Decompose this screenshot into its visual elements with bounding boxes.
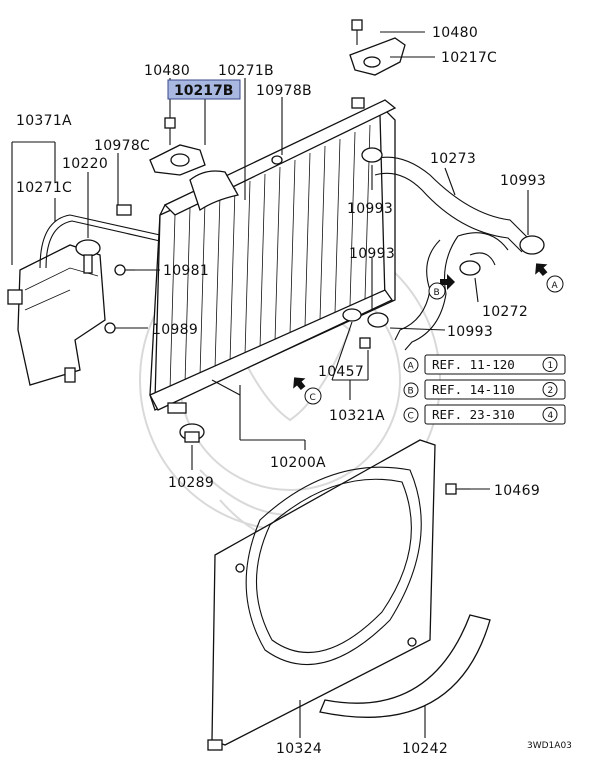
label-10993-b: 10993 bbox=[347, 201, 393, 217]
bushing-10289 bbox=[179, 423, 205, 443]
label-10200A: 10200A bbox=[270, 455, 326, 471]
svg-text:4: 4 bbox=[548, 411, 554, 421]
fan-shroud-10324 bbox=[207, 439, 436, 751]
label-10371A: 10371A bbox=[16, 113, 72, 129]
label-10480-top: 10480 bbox=[432, 25, 478, 41]
label-10993-d: 10993 bbox=[447, 324, 493, 340]
bracket-10217B bbox=[149, 144, 206, 176]
bolt-10469 bbox=[445, 483, 470, 495]
label-10220: 10220 bbox=[62, 156, 108, 172]
tank-cap-10220 bbox=[75, 239, 101, 274]
shroud-lower-10242 bbox=[319, 614, 491, 718]
label-10981: 10981 bbox=[163, 263, 209, 279]
leader-lines bbox=[11, 31, 529, 738]
bolt-10480-top bbox=[351, 19, 363, 45]
ref-row-a: A REF. 11-120 1 bbox=[403, 354, 566, 375]
callout-c: C bbox=[310, 393, 316, 403]
label-10978B: 10978B bbox=[256, 83, 312, 99]
label-10457: 10457 bbox=[318, 364, 364, 380]
label-10271C: 10271C bbox=[16, 180, 72, 196]
callout-b: B bbox=[434, 288, 440, 298]
screw-10981 bbox=[114, 264, 135, 276]
flow-arrows bbox=[293, 263, 548, 391]
label-10217B: 10217B bbox=[174, 83, 233, 99]
upper-hose-10273 bbox=[361, 147, 545, 255]
label-10272: 10272 bbox=[482, 304, 528, 320]
callout-a: A bbox=[552, 281, 559, 291]
highlight-box bbox=[167, 79, 241, 100]
label-10271B: 10271B bbox=[218, 63, 274, 79]
label-10469: 10469 bbox=[494, 483, 540, 499]
svg-text:REF. 11-120: REF. 11-120 bbox=[432, 357, 515, 372]
label-10324: 10324 bbox=[276, 741, 322, 757]
pipe-10978B bbox=[271, 155, 283, 165]
label-10321A: 10321A bbox=[329, 408, 385, 424]
drain-10457 bbox=[342, 308, 371, 349]
screw-10989 bbox=[104, 322, 116, 334]
figure-code: 3WD1A03 bbox=[527, 741, 572, 751]
label-10978C: 10978C bbox=[94, 138, 150, 154]
label-10273: 10273 bbox=[430, 151, 476, 167]
bracket-10217C bbox=[349, 37, 406, 76]
label-10993-c: 10993 bbox=[349, 246, 395, 262]
svg-text:REF. 14-110: REF. 14-110 bbox=[432, 382, 515, 397]
bolt-10480-left bbox=[164, 117, 176, 145]
svg-text:REF. 23-310: REF. 23-310 bbox=[432, 407, 515, 422]
svg-text:2: 2 bbox=[548, 386, 554, 396]
label-10242: 10242 bbox=[402, 741, 448, 757]
svg-text:1: 1 bbox=[548, 361, 554, 371]
reference-table: A REF. 11-120 1 B REF. 14-110 2 C REF. 2… bbox=[403, 354, 566, 425]
ref-row-b: B REF. 14-110 2 bbox=[403, 379, 566, 400]
label-10217C: 10217C bbox=[441, 50, 497, 66]
label-10480-left: 10480 bbox=[144, 63, 190, 79]
label-10993-a: 10993 bbox=[500, 173, 546, 189]
part-labels: 10480 10217C 10480 10271B 10217B 10978B … bbox=[16, 25, 546, 757]
svg-text:B: B bbox=[408, 387, 414, 397]
callouts: A B C bbox=[304, 275, 564, 405]
svg-text:A: A bbox=[408, 362, 415, 372]
label-10989: 10989 bbox=[152, 322, 198, 338]
svg-text:C: C bbox=[408, 412, 414, 422]
lower-hose-10272 bbox=[367, 232, 509, 351]
ref-row-c: C REF. 23-310 4 bbox=[403, 404, 566, 425]
label-10289: 10289 bbox=[168, 475, 214, 491]
clip-10978C bbox=[116, 204, 132, 216]
overflow-hose-10271C bbox=[39, 214, 161, 269]
upper-inlet-neck bbox=[189, 170, 239, 212]
